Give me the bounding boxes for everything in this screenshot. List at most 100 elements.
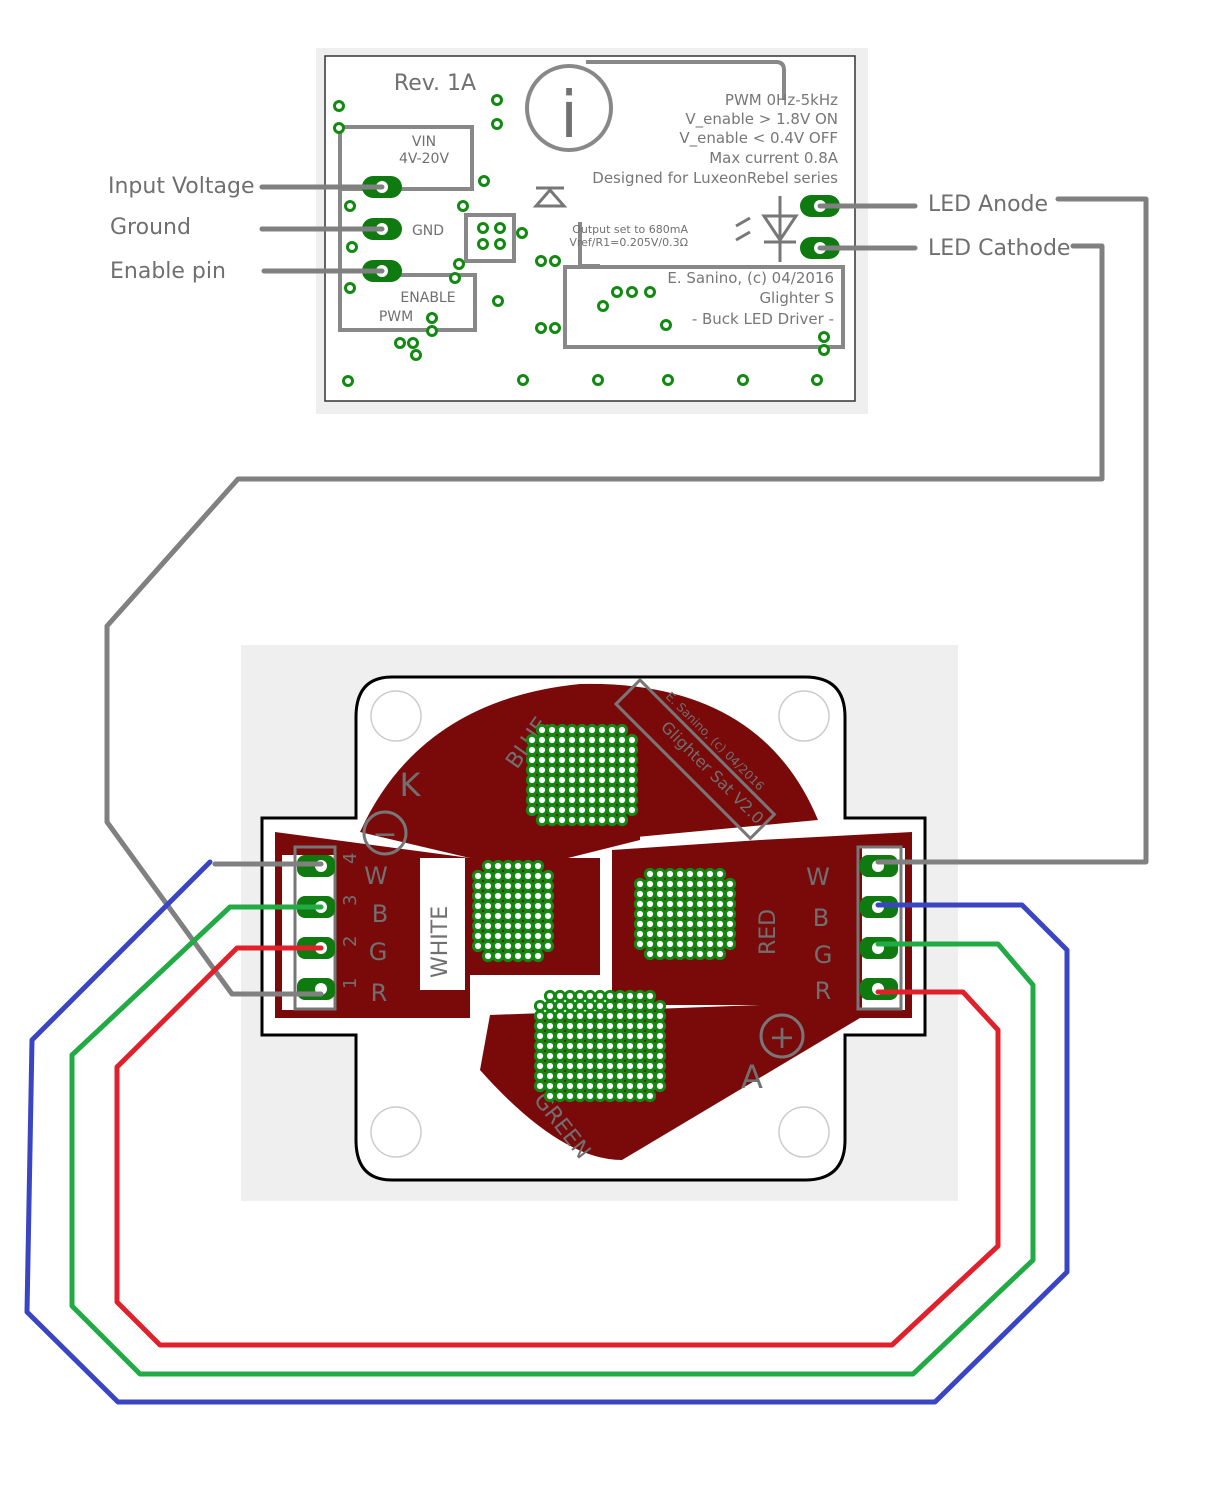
via (585, 753, 599, 767)
callout-labels: Input Voltage Ground Enable pin LED Anod… (108, 174, 1070, 284)
via (344, 200, 356, 212)
via (511, 889, 525, 903)
via (673, 947, 687, 961)
via (543, 1029, 557, 1043)
via (603, 989, 617, 1003)
via (521, 859, 535, 873)
via (511, 899, 525, 913)
via (723, 907, 737, 921)
via (535, 783, 549, 797)
via (533, 1029, 547, 1043)
via (471, 929, 485, 943)
via (585, 733, 599, 747)
via (543, 1039, 557, 1053)
via (449, 272, 461, 284)
driver-board: i Rev. 1A PWM 0Hz-5kHz V_enable > 1.8V O… (316, 48, 868, 414)
via (573, 1039, 587, 1053)
via (643, 937, 657, 951)
via (545, 723, 559, 737)
via (573, 1069, 587, 1083)
via (525, 733, 539, 747)
via (613, 989, 627, 1003)
via (615, 763, 629, 777)
via (553, 1039, 567, 1053)
via (511, 919, 525, 933)
info-lead (586, 60, 786, 100)
via (643, 907, 657, 921)
via (643, 1089, 657, 1103)
via (565, 813, 579, 827)
via (615, 793, 629, 807)
via (563, 1059, 577, 1073)
via (543, 999, 557, 1013)
via (633, 907, 647, 921)
output-note-2: Vref/R1=0.205V/0.3Ω (569, 236, 688, 249)
via (723, 927, 737, 941)
via (511, 879, 525, 893)
via (605, 783, 619, 797)
via (541, 939, 555, 953)
via (491, 899, 505, 913)
via (563, 1079, 577, 1093)
via (605, 793, 619, 807)
via (535, 773, 549, 787)
via (633, 1039, 647, 1053)
via (605, 733, 619, 747)
via (585, 773, 599, 787)
via (525, 763, 539, 777)
via (603, 1059, 617, 1073)
via (585, 723, 599, 737)
via (643, 1029, 657, 1043)
via (653, 1009, 667, 1023)
via (673, 877, 687, 891)
via (481, 879, 495, 893)
plus-circle (759, 1013, 805, 1059)
via (565, 763, 579, 777)
via (575, 813, 589, 827)
via (653, 897, 667, 911)
via (643, 947, 657, 961)
via (533, 1059, 547, 1073)
via (525, 783, 539, 797)
input-voltage-label: Input Voltage (108, 174, 254, 199)
via (531, 949, 545, 963)
via (693, 887, 707, 901)
via (713, 907, 727, 921)
via (713, 917, 727, 931)
via (531, 889, 545, 903)
via (533, 1049, 547, 1063)
via (593, 1039, 607, 1053)
via (663, 917, 677, 931)
via (653, 1049, 667, 1063)
via (543, 1049, 557, 1063)
via (491, 118, 503, 130)
via (611, 286, 623, 298)
via (531, 879, 545, 893)
via (543, 1019, 557, 1033)
blue-wire (24, 859, 1070, 1405)
via (583, 1039, 597, 1053)
via (491, 889, 505, 903)
left-pin-number-2: 2 (340, 936, 361, 947)
via (683, 877, 697, 891)
via (426, 325, 438, 337)
via (575, 763, 589, 777)
via (501, 869, 515, 883)
via (613, 1069, 627, 1083)
via (633, 1069, 647, 1083)
left-letter-r: R (371, 979, 388, 1007)
via (491, 929, 505, 943)
via (613, 1059, 627, 1073)
via (517, 374, 529, 386)
driver-vias (333, 94, 830, 387)
right-header-clearance (862, 848, 905, 1010)
via (593, 999, 607, 1013)
via (811, 374, 823, 386)
via (703, 867, 717, 881)
via (663, 877, 677, 891)
via (603, 1049, 617, 1063)
via (683, 897, 697, 911)
output-note-1: Output set to 680mA (572, 223, 688, 236)
via (535, 763, 549, 777)
